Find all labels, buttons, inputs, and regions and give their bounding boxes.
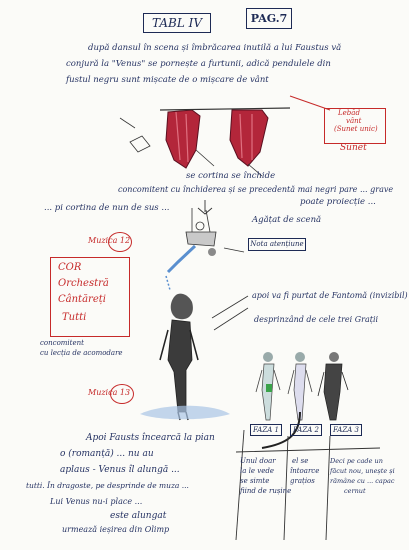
faza-3-note-2: făcut nou, unește și — [330, 468, 395, 475]
prop-sketch — [130, 136, 150, 152]
faza-2-note-3: grațios — [290, 478, 315, 485]
sound-note-1: Lebăd — [338, 110, 360, 117]
sound-note-2: vânt — [346, 118, 361, 125]
faza-2-note-1: el se — [292, 458, 308, 465]
main-figure — [140, 294, 230, 420]
mid-line-2: concomitent cu închiderea și se preceden… — [118, 186, 393, 194]
bottom-line-4: tutti. În dragoste, pe desprinde de muza… — [26, 482, 189, 490]
hanging-figure — [166, 208, 244, 290]
curtain-drawing — [160, 108, 290, 176]
bottom-line-3: aplaus - Venus îl alungă ... — [60, 466, 180, 475]
right-note-2: desprinzând de cele trei Grații — [254, 316, 378, 324]
tablou-title: TABL IV — [143, 13, 211, 33]
faza-3-note-1: Deci pe cade un — [330, 458, 383, 465]
page-number: PAG.7 — [246, 8, 292, 29]
faza-2-label: FAZA 2 — [290, 424, 322, 436]
cor-line-3: Cântăreți — [58, 295, 106, 305]
cor-line-1: COR — [58, 263, 81, 273]
faza-3-note-4: cernut — [344, 488, 366, 495]
right-note-1: apoi va fi purtat de Fantomă (invizibil) — [252, 292, 408, 300]
faza-1-note-2: la le vede — [240, 468, 274, 475]
music-12-marker: Muzica 12 — [88, 237, 130, 245]
sound-note-3: (Sunet unic) — [334, 126, 378, 133]
faza-1-note-3: se simte — [240, 478, 269, 485]
intro-line-3: fustul negru sunt mișcate de o mișcare d… — [66, 76, 269, 85]
bottom-line-1: Apoi Fausts încearcă la pian — [86, 434, 215, 443]
bottom-line-5: Lui Venus nu-i place ... — [50, 498, 142, 506]
faza-2-note-2: întoarce — [290, 468, 319, 475]
cor-caption-2: cu lecția de acomodare — [40, 350, 123, 357]
cor-line-2: Orchestră — [58, 279, 109, 289]
intro-line-1: după dansul în scena și îmbrăcarea inuti… — [88, 44, 341, 53]
faza-3-note-3: rămâne cu ... capac — [330, 478, 394, 485]
cor-caption-1: concomitent — [40, 340, 84, 347]
cor-line-4: Tutti — [62, 313, 86, 323]
music-13-marker: Muzica 13 — [88, 389, 130, 397]
faza-1-note-4: fiind de rușine — [240, 488, 291, 495]
sound-label: Sunet — [340, 144, 367, 153]
faza-1-note-1: Unul doar — [240, 458, 276, 465]
mid-line-4: ... pi cortina de nun de sus ... — [44, 204, 169, 213]
bottom-line-2: o (romanță) ... nu au — [60, 450, 154, 459]
bottom-line-7: urmează ieșirea din Olimp — [62, 526, 169, 534]
agatat-note: Agățat de scenă — [252, 216, 321, 225]
mid-line-3: poate proiecție ... — [300, 198, 376, 207]
mid-line-1: se cortina se închide — [186, 172, 275, 181]
bottom-line-6: este alungat — [110, 512, 166, 521]
faza-1-label: FAZA 1 — [250, 424, 282, 436]
faza-3-label: FAZA 3 — [330, 424, 362, 436]
attention-label: Nota atențiune — [248, 238, 306, 251]
intro-line-2: conjură la "Venus" se pornește a furtuni… — [66, 60, 331, 69]
